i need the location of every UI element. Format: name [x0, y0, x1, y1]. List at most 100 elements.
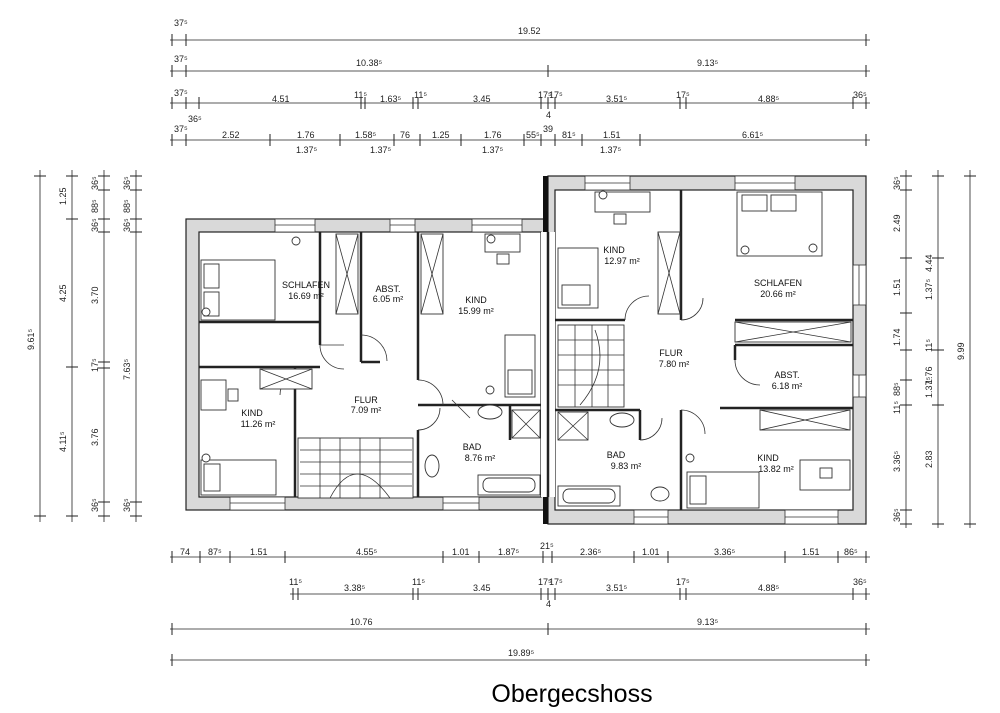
room-kind-upper-right-name: KIND	[603, 245, 625, 255]
dim-bot4-0: 19.89⁵	[508, 648, 535, 658]
dim-bot1-8: 1.01	[642, 547, 660, 557]
dim-top3-2: 4.51	[272, 94, 290, 104]
dim-bot2-2: 11⁵	[412, 577, 425, 587]
dim-bot1-2: 1.51	[250, 547, 268, 557]
dim-bot3-1: 9.13⁵	[697, 617, 719, 627]
dim-right1-3: 1.74	[892, 328, 902, 346]
dim-top3-6: 3.45	[473, 94, 491, 104]
dim-left3-0: 36⁵	[90, 176, 100, 190]
dim-top4b-3: 1.37⁵	[600, 145, 622, 155]
dim-right1-1: 2.49	[892, 214, 902, 232]
dim-bot2-8: 17⁵	[676, 577, 690, 587]
dim-top4-11: 6.61⁵	[742, 130, 764, 140]
dim-top3-11: 17⁵	[676, 90, 690, 100]
dim-top4-4: 76	[400, 130, 410, 140]
dim-top4-7: 55⁵	[526, 130, 540, 140]
dim-top3-3: 11⁵	[354, 90, 367, 100]
dim-right2-0: 1.37⁵	[924, 278, 934, 300]
dim-bot1-7: 2.36⁵	[580, 547, 602, 557]
dim-top2-a: 37⁵	[174, 54, 188, 64]
dim-top4b-1: 1.37⁵	[370, 145, 392, 155]
dim-bot2-0: 11⁵	[289, 577, 302, 587]
room-schlafen-right-name: SCHLAFEN	[754, 278, 802, 288]
dim-top3-9: 4	[546, 110, 551, 120]
dim-top3-10: 3.51⁵	[606, 94, 628, 104]
dim-top3-4: 1.63⁵	[380, 94, 402, 104]
dim-bot1-3: 4.55⁵	[356, 547, 378, 557]
dim-top3-5: 11⁵	[414, 90, 427, 100]
dim-right1-7: 36⁵	[892, 508, 902, 522]
plan-title: Obergecshoss	[491, 680, 652, 708]
dim-top4-3: 1.58⁵	[355, 130, 377, 140]
room-flur-left-name: FLUR	[354, 395, 378, 405]
dim-top4-5: 1.25	[432, 130, 450, 140]
dim-left2-1: 4.25	[58, 284, 68, 302]
dim-right2-2: 1.37⁵	[924, 376, 934, 398]
dim-bot1-4: 1.01	[452, 547, 470, 557]
dim-bot1-11: 86⁵	[844, 547, 858, 557]
dim-bot1-10: 1.51	[802, 547, 820, 557]
dim-left3-1: 88⁵	[90, 199, 100, 213]
dim-top1-a: 37⁵	[174, 18, 188, 28]
room-bad-right-area: 9.83 m²	[611, 461, 642, 471]
room-bad-left-area: 8.76 m²	[465, 453, 496, 463]
room-abst-right-name: ABST.	[774, 370, 799, 380]
room-bad-right-name: BAD	[607, 450, 626, 460]
dim-top4b-2: 1.37⁵	[482, 145, 504, 155]
room-kind-lower-left-name: KIND	[241, 408, 263, 418]
windows	[229, 175, 867, 525]
bottom-dimension-chains: 74 87⁵ 1.51 4.55⁵ 1.01 1.87⁵ 21⁵ 2.36⁵ 1…	[170, 541, 870, 666]
top-dimension-chains: 37⁵ 19.52 37⁵ 10.38⁵ 9.13⁵ 37⁵ 36⁵ 4.51 …	[170, 18, 870, 155]
dim-bot2-5: 17⁵	[549, 577, 563, 587]
dim-top4-6: 1.76	[484, 130, 502, 140]
doors	[279, 295, 761, 441]
dim-top4-10: 1.51	[603, 130, 621, 140]
dim-left3-5: 3.76	[90, 428, 100, 446]
dim-top3-8: 17⁵	[549, 90, 563, 100]
dim-right3-0: 4.44	[924, 254, 934, 272]
right-dimension-chains: 36⁵ 2.49 1.51 1.74 88⁵ 11⁵ 3.36⁵ 36⁵ 1.3…	[892, 170, 976, 528]
dim-left3-2: 36⁵	[90, 218, 100, 232]
dim-top2-c: 9.13⁵	[697, 58, 719, 68]
room-flur-right-area: 7.80 m²	[659, 359, 690, 369]
dim-left3-3: 3.70	[90, 286, 100, 304]
dim-bot1-0: 74	[180, 547, 190, 557]
dim-top3-7: 17⁵	[538, 90, 552, 100]
dim-right2-1: 11⁵	[924, 339, 934, 352]
dim-bot2-1: 3.38⁵	[344, 583, 366, 593]
dim-top3-12: 4.88⁵	[758, 94, 780, 104]
dim-left3-4: 17⁵	[90, 358, 100, 372]
room-abst-left-name: ABST.	[375, 284, 400, 294]
room-labels: SCHLAFEN 16.69 m² ABST. 6.05 m² KIND 15.…	[241, 245, 803, 474]
dim-bot3-0: 10.76	[350, 617, 373, 627]
dim-left4-2: 36⁵	[122, 218, 132, 232]
dim-left4-0: 36⁵	[122, 176, 132, 190]
dim-top4-1: 2.52	[222, 130, 240, 140]
dim-top4-8: 39	[543, 124, 553, 134]
dim-left4-3: 7.63⁵	[122, 358, 132, 380]
left-dimension-chains: 9.61⁵ 1.25 4.25 4.11⁵ 36⁵ 88⁵ 36⁵ 3.70 1…	[26, 170, 142, 522]
dim-bot1-9: 3.36⁵	[714, 547, 736, 557]
dim-bot2-9: 4.88⁵	[758, 583, 780, 593]
room-flur-right-name: FLUR	[659, 348, 683, 358]
room-kind-upper-left-name: KIND	[465, 295, 487, 305]
dim-right2-3: 1.76	[924, 366, 934, 384]
dim-bot2-3: 3.45	[473, 583, 491, 593]
dim-left3-6: 36⁵	[90, 498, 100, 512]
dim-top4-2: 1.76	[297, 130, 315, 140]
dim-right1-6: 3.36⁵	[892, 450, 902, 472]
room-bad-left-name: BAD	[463, 442, 482, 452]
dim-right1-2: 1.51	[892, 278, 902, 296]
room-flur-left-area: 7.09 m²	[351, 405, 382, 415]
dim-left4-1: 88⁵	[122, 199, 132, 213]
dim-top3-0: 37⁵	[174, 88, 188, 98]
room-kind-upper-left-area: 15.99 m²	[458, 306, 494, 316]
dim-left2-0: 1.25	[58, 187, 68, 205]
dim-left1-0: 9.61⁵	[26, 328, 36, 350]
dim-bot1-5: 1.87⁵	[498, 547, 520, 557]
room-schlafen-right-area: 20.66 m²	[760, 289, 796, 299]
room-abst-left-area: 6.05 m²	[373, 294, 404, 304]
dim-bot1-6: 21⁵	[540, 541, 554, 551]
room-schlafen-left-name: SCHLAFEN	[282, 280, 330, 290]
